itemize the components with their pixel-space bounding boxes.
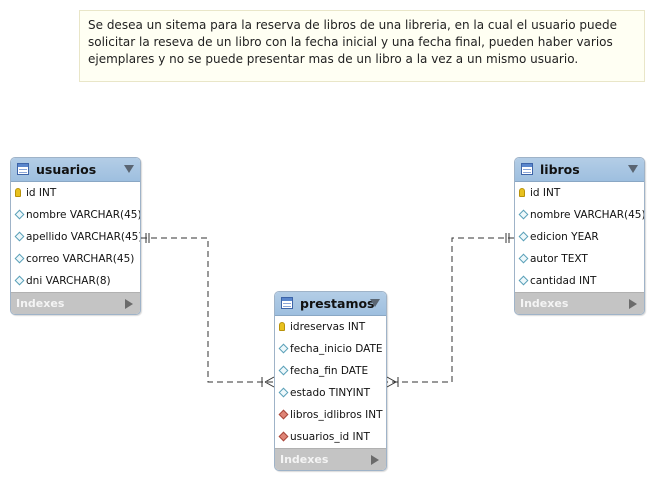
column-label: apellido VARCHAR(45) [26, 231, 141, 243]
expand-arrow-icon[interactable] [125, 299, 133, 309]
table-name: libros [540, 162, 580, 177]
crowfoot-upper [386, 376, 397, 383]
column-label: autor TEXT [530, 253, 588, 265]
attribute-diamond-icon [518, 275, 529, 286]
attribute-diamond-icon [518, 231, 529, 242]
attribute-diamond-icon [14, 231, 25, 242]
column-row[interactable]: nombre VARCHAR(45) [11, 204, 140, 226]
indexes-section[interactable]: Indexes [515, 292, 644, 314]
column-label: fecha_inicio DATE [290, 343, 383, 355]
column-row[interactable]: libros_idlibros INT [275, 404, 386, 426]
indexes-label: Indexes [16, 297, 65, 310]
attribute-diamond-icon [14, 253, 25, 264]
attribute-diamond-icon [518, 253, 529, 264]
collapse-arrow-icon[interactable] [628, 165, 638, 173]
note-text: Se desea un sitema para la reserva de li… [88, 18, 617, 66]
table-header[interactable]: libros [515, 158, 644, 182]
indexes-label: Indexes [280, 453, 329, 466]
table-icon [17, 163, 29, 175]
table-prestamos[interactable]: prestamos idreservas INT fecha_inicio DA… [274, 291, 387, 471]
column-label: libros_idlibros INT [290, 409, 383, 421]
column-row[interactable]: cantidad INT [515, 270, 644, 292]
column-label: usuarios_id INT [290, 431, 370, 443]
attribute-diamond-icon [278, 365, 289, 376]
column-row[interactable]: fecha_fin DATE [275, 360, 386, 382]
table-libros[interactable]: libros id INT nombre VARCHAR(45) edicion… [514, 157, 645, 315]
column-row[interactable]: idreservas INT [275, 316, 386, 338]
attribute-diamond-icon [518, 209, 529, 220]
column-label: nombre VARCHAR(45) [530, 209, 645, 221]
primary-key-icon [519, 188, 525, 197]
collapse-arrow-icon[interactable] [370, 299, 380, 307]
crowfoot-upper [264, 376, 275, 383]
table-name: prestamos [300, 296, 375, 311]
foreign-key-diamond-icon [278, 409, 289, 420]
primary-key-icon [15, 188, 21, 197]
column-label: estado TINYINT [290, 387, 371, 399]
column-row[interactable]: correo VARCHAR(45) [11, 248, 140, 270]
table-icon [521, 163, 533, 175]
column-label: dni VARCHAR(8) [26, 275, 111, 287]
column-row[interactable]: fecha_inicio DATE [275, 338, 386, 360]
column-row[interactable]: apellido VARCHAR(45) [11, 226, 140, 248]
column-row[interactable]: edicion YEAR [515, 226, 644, 248]
column-label: fecha_fin DATE [290, 365, 369, 377]
relationship-libros-prestamos[interactable] [386, 233, 514, 388]
table-header[interactable]: prestamos [275, 292, 386, 316]
column-label: cantidad INT [530, 275, 597, 287]
column-row[interactable]: estado TINYINT [275, 382, 386, 404]
primary-key-icon [279, 322, 285, 331]
diagram-note[interactable]: Se desea un sitema para la reserva de li… [79, 10, 645, 82]
column-label: nombre VARCHAR(45) [26, 209, 141, 221]
expand-arrow-icon[interactable] [629, 299, 637, 309]
column-row[interactable]: dni VARCHAR(8) [11, 270, 140, 292]
table-name: usuarios [36, 162, 97, 177]
attribute-diamond-icon [278, 387, 289, 398]
column-row[interactable]: id INT [11, 182, 140, 204]
table-header[interactable]: usuarios [11, 158, 140, 182]
indexes-label: Indexes [520, 297, 569, 310]
column-row[interactable]: nombre VARCHAR(45) [515, 204, 644, 226]
column-row[interactable]: id INT [515, 182, 644, 204]
column-label: correo VARCHAR(45) [26, 253, 135, 265]
expand-arrow-icon[interactable] [371, 455, 379, 465]
crowfoot-lower [264, 381, 275, 388]
crowfoot-lower [386, 381, 397, 388]
column-row[interactable]: autor TEXT [515, 248, 644, 270]
attribute-diamond-icon [14, 209, 25, 220]
attribute-diamond-icon [278, 343, 289, 354]
indexes-section[interactable]: Indexes [11, 292, 140, 314]
attribute-diamond-icon [14, 275, 25, 286]
relationship-usuarios-prestamos[interactable] [141, 233, 275, 388]
column-label: edicion YEAR [530, 231, 599, 243]
column-label: id INT [530, 187, 561, 199]
column-label: idreservas INT [290, 321, 366, 333]
table-icon [281, 297, 293, 309]
collapse-arrow-icon[interactable] [124, 165, 134, 173]
column-row[interactable]: usuarios_id INT [275, 426, 386, 448]
foreign-key-diamond-icon [278, 431, 289, 442]
table-usuarios[interactable]: usuarios id INT nombre VARCHAR(45) apell… [10, 157, 141, 315]
column-label: id INT [26, 187, 57, 199]
indexes-section[interactable]: Indexes [275, 448, 386, 470]
